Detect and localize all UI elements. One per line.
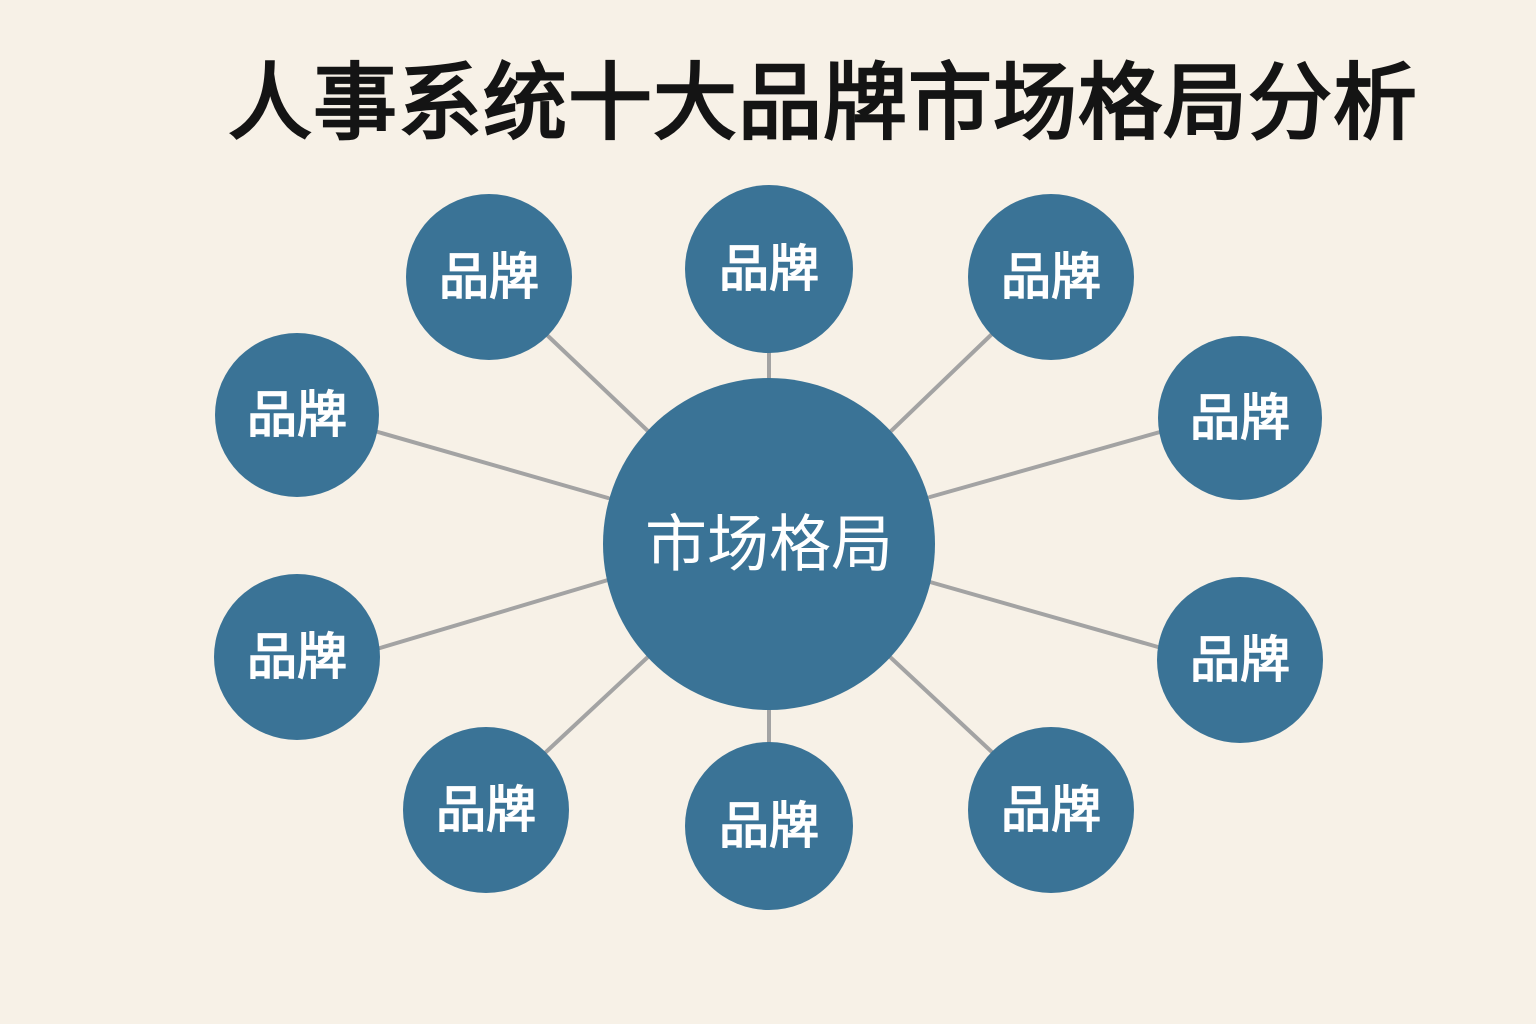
brand-node-label: 品牌	[1190, 389, 1290, 447]
brand-node-circle	[1158, 336, 1322, 500]
brand-node-circle	[214, 574, 380, 740]
edge-brand-9	[378, 578, 610, 650]
brand-node-label: 品牌	[1001, 248, 1101, 306]
brand-node: 品牌	[968, 727, 1134, 893]
edge-brand-8	[544, 653, 652, 754]
edges	[376, 332, 1162, 756]
brand-node-label: 品牌	[1001, 781, 1101, 839]
brand-node: 品牌	[215, 333, 379, 497]
center-node-circle	[603, 378, 935, 710]
brand-node-circle	[685, 185, 853, 353]
brand-node-label: 品牌	[436, 781, 536, 839]
brand-node-label: 品牌	[439, 248, 539, 306]
center-node: 市场格局	[603, 378, 935, 710]
brand-node-label: 品牌	[1190, 631, 1290, 689]
brand-node-circle	[403, 727, 569, 893]
brand-node-circle	[215, 333, 379, 497]
edge-brand-3	[887, 332, 994, 435]
brand-node: 品牌	[214, 574, 380, 740]
edge-brand-6	[887, 654, 996, 756]
brand-node-circle	[968, 727, 1134, 893]
edge-brand-10	[376, 430, 610, 500]
brand-node-circle	[685, 742, 853, 910]
brand-node: 品牌	[1158, 336, 1322, 500]
brand-node-label: 品牌	[247, 386, 347, 444]
brand-node: 品牌	[1157, 577, 1323, 743]
brand-node-label: 品牌	[719, 240, 819, 298]
brand-node: 品牌	[685, 742, 853, 910]
page-title: 人事系统十大品牌市场格局分析	[228, 54, 1419, 152]
brand-node-circle	[968, 194, 1134, 360]
center-node-label: 市场格局	[645, 508, 893, 581]
brand-node: 品牌	[685, 185, 853, 353]
edge-brand-5	[928, 580, 1160, 649]
brand-node: 品牌	[403, 727, 569, 893]
edge-brand-4	[928, 430, 1162, 499]
brand-node-circle	[1157, 577, 1323, 743]
brand-node-circle	[406, 194, 572, 360]
brand-node-label: 品牌	[247, 628, 347, 686]
brand-node: 品牌	[406, 194, 572, 360]
brand-node-label: 品牌	[719, 797, 819, 855]
brand-node: 品牌	[968, 194, 1134, 360]
edge-brand-1	[546, 334, 652, 435]
